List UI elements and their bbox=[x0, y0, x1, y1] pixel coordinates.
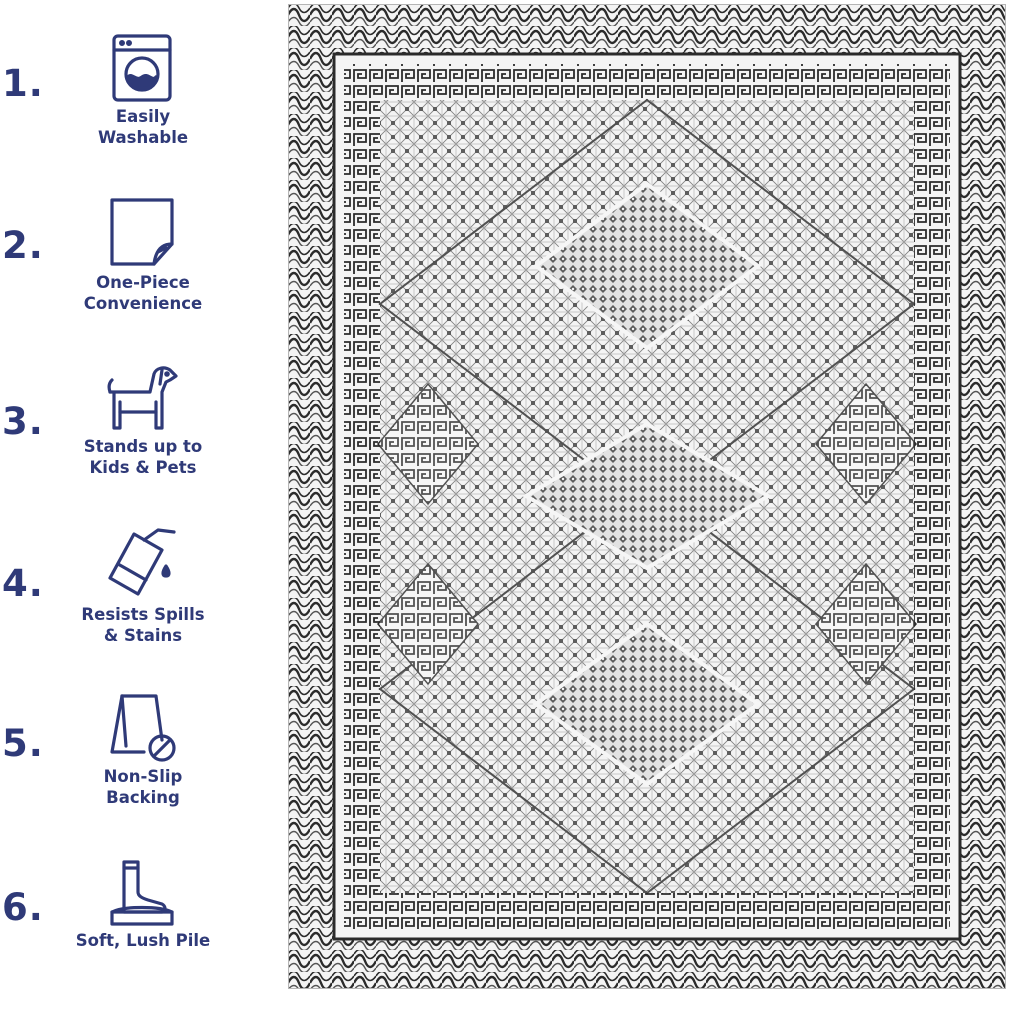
feature-number: 2. bbox=[2, 224, 44, 267]
folded-sheet-icon bbox=[104, 194, 180, 266]
feature-label: Resists Spills & Stains bbox=[81, 605, 205, 645]
feature-number: 6. bbox=[2, 886, 44, 929]
feature-label: Easily Washable bbox=[97, 107, 189, 147]
washing-machine-icon bbox=[104, 30, 180, 102]
feature-number: 1. bbox=[2, 62, 44, 105]
feature-label: Non-Slip Backing bbox=[103, 767, 183, 807]
patterned-area-rug bbox=[288, 4, 1006, 989]
feature-list: 1. Easily Washable 2. One-Piece Convenie… bbox=[0, 0, 280, 993]
non-slip-sign-icon bbox=[104, 690, 180, 762]
feature-item-kids-pets: 3. Stands up to Kids & Pets bbox=[0, 356, 280, 516]
feature-label: Soft, Lush Pile bbox=[75, 931, 211, 950]
feature-item-spills: 4. Resists Spills & Stains bbox=[0, 524, 280, 684]
feature-item-non-slip: 5. Non-Slip Backing bbox=[0, 688, 280, 848]
feature-number: 3. bbox=[2, 400, 44, 443]
feature-item-washable: 1. Easily Washable bbox=[0, 24, 280, 184]
dog-icon bbox=[104, 362, 180, 434]
feature-label: One-Piece Convenience bbox=[83, 273, 203, 313]
feature-number: 4. bbox=[2, 562, 44, 605]
spilling-glass-icon bbox=[104, 526, 180, 598]
boot-on-cushion-icon bbox=[104, 856, 180, 928]
feature-item-soft-pile: 6. Soft, Lush Pile bbox=[0, 852, 280, 1012]
feature-item-one-piece: 2. One-Piece Convenience bbox=[0, 190, 280, 350]
feature-number: 5. bbox=[2, 722, 44, 765]
feature-label: Stands up to Kids & Pets bbox=[83, 437, 203, 477]
